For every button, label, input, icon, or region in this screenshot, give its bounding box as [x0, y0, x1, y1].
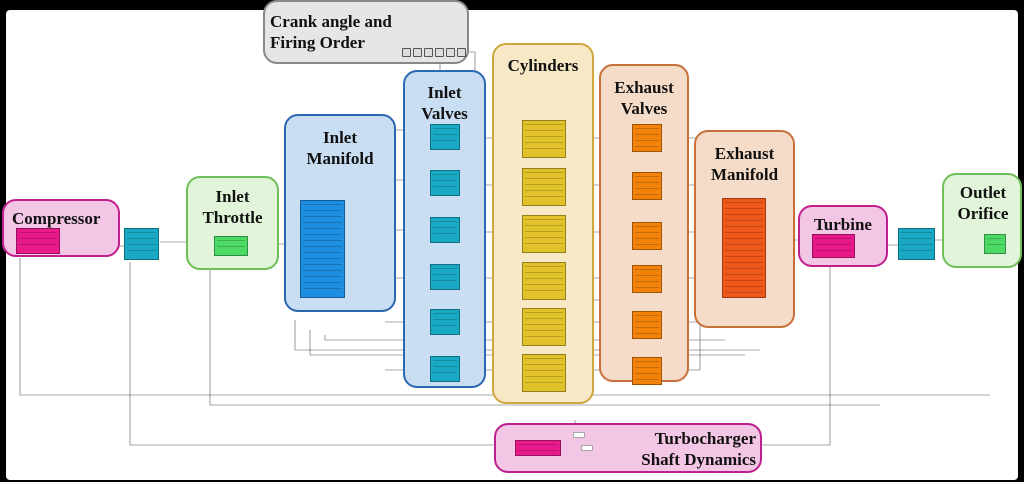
outlet-orifice-block	[984, 234, 1006, 254]
exhaust-valves-label: Exhaust Valves	[614, 78, 674, 118]
inlet-throttle-label: Inlet Throttle	[202, 187, 263, 227]
inlet-throttle-block	[214, 236, 248, 256]
cylinder-block	[522, 168, 566, 206]
outlet-orifice-group	[942, 173, 1022, 268]
inlet-valve-block	[430, 309, 460, 335]
inlet-valve-block	[430, 124, 460, 150]
cylinders-label: Cylinders	[507, 56, 579, 75]
inlet-manifold-block	[300, 200, 345, 298]
cylinder-block	[522, 215, 566, 253]
cylinder-block	[522, 262, 566, 300]
crank-angle-ports	[402, 48, 466, 57]
turbine-connector-block	[898, 228, 935, 260]
cylinder-block	[522, 308, 566, 346]
crank-angle-label: Crank angle and Firing Order	[270, 12, 392, 52]
turbo-shaft-small-block	[581, 445, 593, 451]
compressor-block	[16, 228, 60, 254]
exhaust-valve-block	[632, 265, 662, 293]
exhaust-manifold-block	[722, 198, 766, 298]
inlet-valves-label: Inlet Valves	[421, 83, 468, 123]
turbine-block	[812, 234, 855, 258]
exhaust-valve-block	[632, 172, 662, 200]
inlet-manifold-label: Inlet Manifold	[306, 128, 374, 168]
exhaust-valve-block	[632, 357, 662, 385]
turbine-label: Turbine	[814, 215, 872, 234]
turbo-shaft-block	[515, 440, 561, 456]
inlet-valve-block	[430, 217, 460, 243]
outlet-orifice-label: Outlet Orifice	[957, 183, 1009, 223]
exhaust-manifold-label: Exhaust Manifold	[710, 144, 779, 184]
compressor-label: Compressor	[12, 209, 101, 228]
turbo-shaft-label: Turbocharger Shaft Dynamics	[641, 429, 756, 469]
exhaust-valve-block	[632, 124, 662, 152]
crank-angle-group	[263, 0, 469, 64]
compressor-connector-block	[124, 228, 159, 260]
exhaust-valve-block	[632, 311, 662, 339]
turbo-shaft-small-block	[573, 432, 585, 438]
cylinder-block	[522, 354, 566, 392]
cylinder-block	[522, 120, 566, 158]
inlet-valve-block	[430, 264, 460, 290]
inlet-valve-block	[430, 170, 460, 196]
exhaust-valve-block	[632, 222, 662, 250]
inlet-valve-block	[430, 356, 460, 382]
